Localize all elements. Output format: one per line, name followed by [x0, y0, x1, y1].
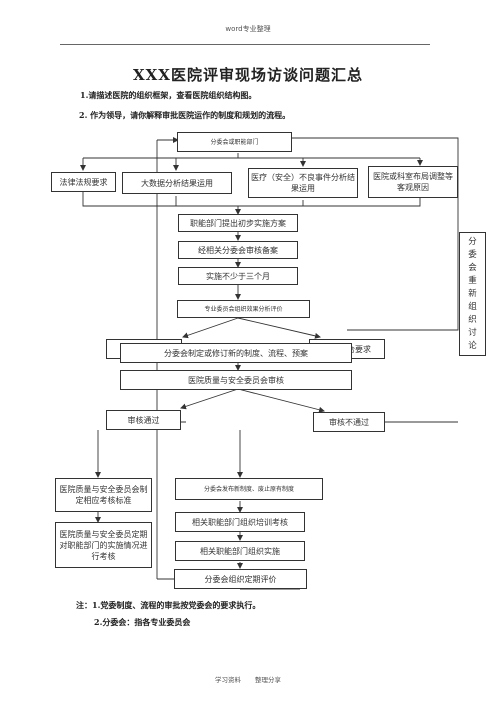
flow-input-layout-adjustment: 医院或科室布局调整等客观原因: [368, 166, 458, 198]
flow-right-implementation: 相关职能部门组织实施: [175, 541, 305, 561]
flow-step-initial-plan: 职能部门提出初步实施方案: [178, 214, 298, 232]
flow-input-bigdata: 大数据分析结果运用: [122, 172, 232, 194]
flow-right-publish-rules: 分委会发布新制度、废止原有制度: [175, 478, 323, 500]
flow-right-training: 相关职能部门组织培训考核: [175, 512, 305, 532]
flow-quality-review: 医院质量与安全委员会审核: [120, 370, 352, 390]
page-footer: 学习资料 整理分享: [0, 674, 496, 684]
question-2: 2. 作为领导，请你解释审批医院运作的制度和规划的流程。: [79, 110, 291, 120]
page-title: XXX医院评审现场访谈问题汇总: [133, 66, 363, 84]
footer-right: 整理分享: [255, 676, 282, 684]
flow-step-implement-three-months: 实施不少于三个月: [178, 267, 298, 285]
note-2: 2.分委会：指各专业委员会: [94, 617, 191, 627]
flow-step-effect-evaluation: 专业委员会组织效果分析评价: [177, 300, 310, 318]
note-1: 注：1.党委制度、流程的审批按党委会的要求执行。: [76, 600, 261, 610]
flow-final-periodic-evaluation: 分委会组织定期评价: [174, 569, 307, 589]
flow-input-adverse-events: 医疗（安全）不良事件分析结果运用: [248, 168, 358, 198]
flow-left-periodic-assessment: 医院质量与安全委员定期对职能部门的实施情况进行考核: [55, 522, 152, 568]
page-header: word专业整理: [225, 25, 271, 33]
flow-left-assessment-standard: 医院质量与安全委员会制定相应考核标准: [55, 478, 152, 512]
flow-side-rediscuss: 分委会重新组织讨论: [459, 232, 486, 356]
flow-top-box: 分委会或职能部门: [177, 132, 292, 152]
flow-input-law: 法律法规要求: [51, 172, 116, 192]
header-rule: [60, 44, 430, 45]
footer-left: 学习资料: [214, 676, 241, 684]
flow-formulate-rules: 分委会制定或修订新的制度、流程、预案: [120, 343, 352, 363]
flow-review-pass: 审核通过: [106, 410, 181, 430]
flow-side-rediscuss-text: 分委会重新组织讨论: [468, 236, 477, 351]
flow-review-fail: 审核不通过: [313, 412, 385, 432]
flow-step-committee-filing: 经相关分委会审核备案: [178, 241, 298, 259]
question-1: 1.请描述医院的组织框架，查看医院组织结构图。: [80, 90, 257, 100]
